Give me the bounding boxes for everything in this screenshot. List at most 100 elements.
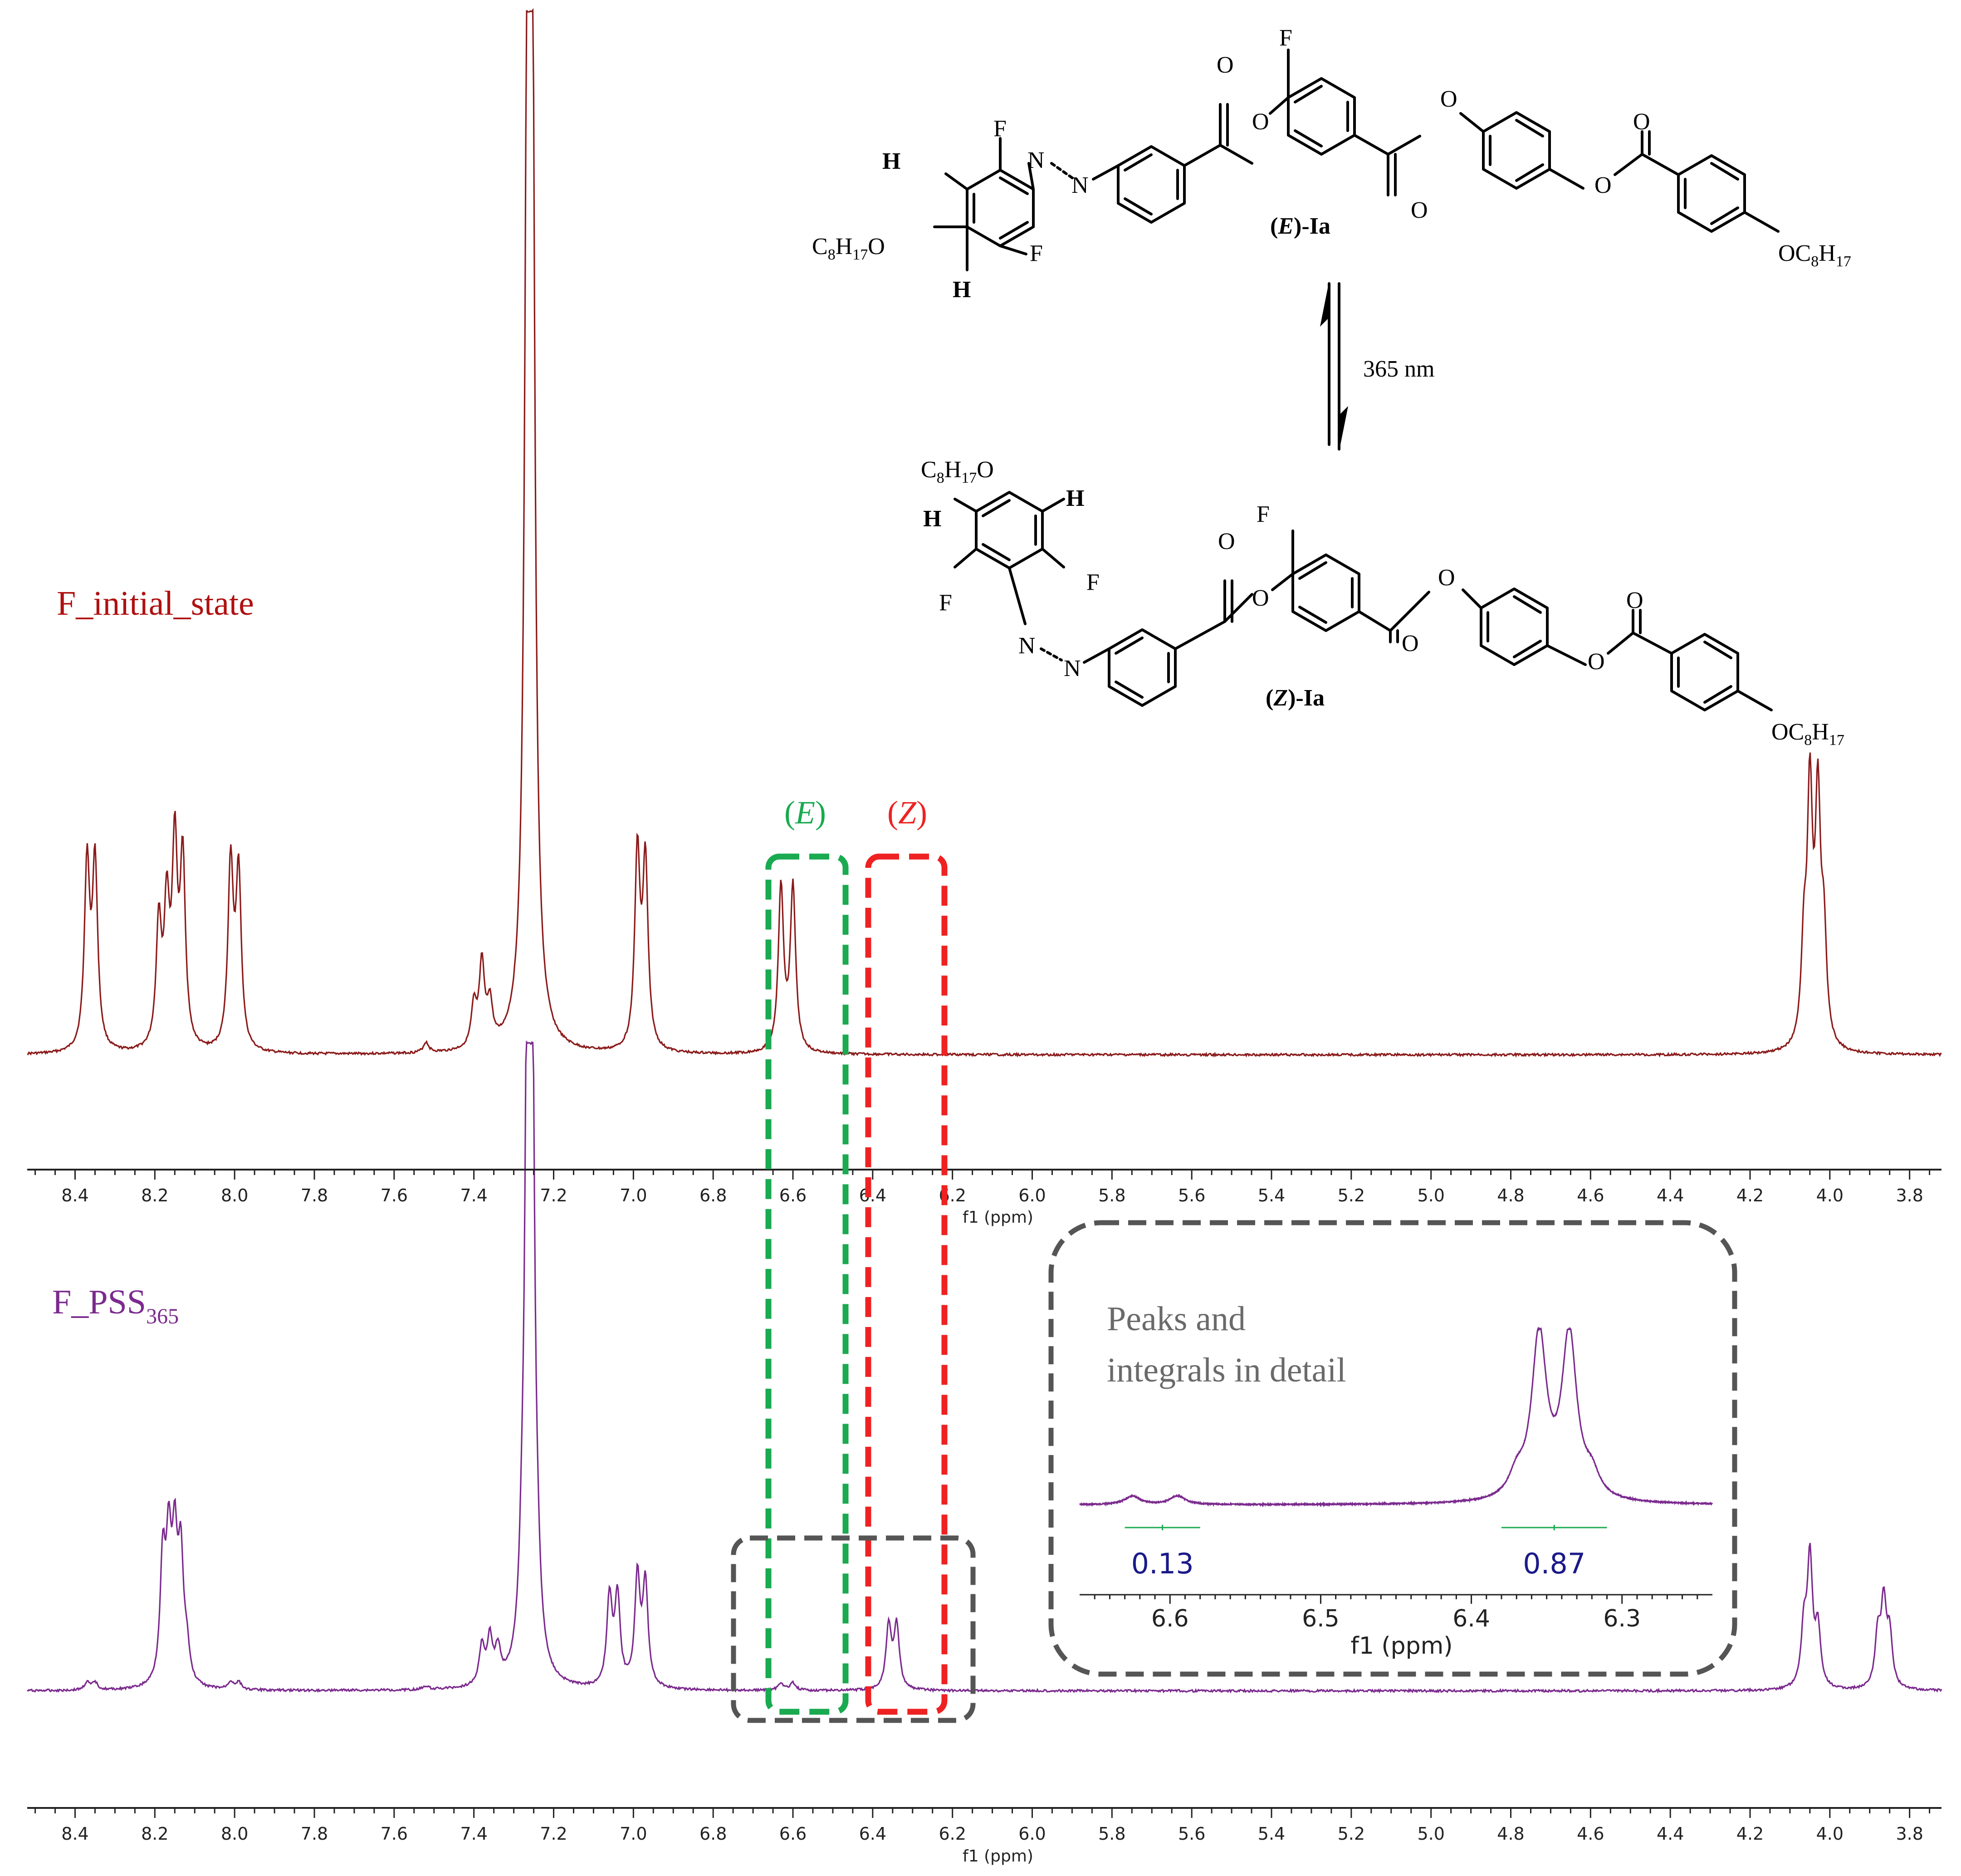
svg-text:O: O: [1217, 52, 1234, 78]
tick-label: 7.4: [460, 1185, 487, 1205]
svg-text:N: N: [1071, 172, 1089, 198]
tick-label: 5.8: [1098, 1824, 1125, 1844]
series-label-pss-sub: 365: [146, 1304, 179, 1328]
inset-spectrum: [1079, 1326, 1713, 1508]
wavelength-label: 365 nm: [1363, 356, 1434, 382]
z-ring-a: [975, 491, 1044, 569]
svg-text:F: F: [1279, 25, 1292, 51]
inset-title-line2: integrals in detail: [1107, 1351, 1346, 1389]
svg-text:F: F: [939, 590, 952, 616]
spectrum-initial-state: [27, 8, 1942, 1058]
tick-label: 3.8: [1896, 1824, 1923, 1844]
spectrum-trace: [1079, 1326, 1713, 1508]
z-ring-d: [1480, 588, 1549, 666]
e-ring-a: [966, 169, 1035, 247]
tick-label: 8.0: [221, 1185, 248, 1205]
e-ring-c: [1287, 77, 1356, 156]
tick-label: 6.8: [699, 1185, 727, 1205]
svg-text:O: O: [1402, 631, 1419, 656]
tick-label: 8.4: [61, 1185, 88, 1205]
tick-label: 5.6: [1178, 1185, 1205, 1205]
z-isomer-structure: C8H17O H H F F N N O: [921, 457, 1844, 749]
tick-label: 7.6: [381, 1824, 408, 1844]
tick-label: 5.6: [1178, 1824, 1205, 1844]
tick-label: 8.2: [141, 1824, 168, 1844]
x-axis-title-top: f1 (ppm): [963, 1208, 1033, 1227]
inset-tick-label: 6.5: [1302, 1605, 1340, 1632]
tick-label: 5.0: [1417, 1824, 1444, 1844]
spectrum-trace: [27, 8, 1942, 1058]
svg-text:N: N: [1027, 147, 1045, 173]
svg-text:C8H17O: C8H17O: [921, 457, 994, 486]
svg-text:O: O: [1626, 588, 1643, 613]
tick-label: 6.8: [699, 1824, 727, 1844]
tick-label: 8.2: [141, 1185, 168, 1205]
svg-text:N: N: [1064, 656, 1081, 681]
tick-label: 4.8: [1497, 1185, 1524, 1205]
svg-text:O: O: [1594, 172, 1612, 198]
svg-text:OC8H17: OC8H17: [1771, 719, 1844, 749]
svg-text:OC8H17: OC8H17: [1778, 240, 1851, 270]
tick-label: 8.0: [221, 1824, 248, 1844]
svg-text:F: F: [1257, 501, 1270, 527]
inset-x-axis-title: f1 (ppm): [1350, 1632, 1452, 1660]
tick-label: 4.4: [1657, 1824, 1684, 1844]
tick-label: 5.4: [1258, 1185, 1285, 1205]
e-region-letter: E: [795, 794, 815, 831]
e-isomer-structure: F F H H C8H17O N N O O: [812, 25, 1851, 303]
z-proton-h2: H: [923, 506, 941, 532]
tick-label: 6.6: [779, 1185, 807, 1205]
tick-label: 6.0: [1018, 1824, 1046, 1844]
e-isomer-label: (E)-Ia: [1270, 213, 1330, 239]
e-ring-b: [1117, 145, 1186, 224]
tick-label: 7.4: [460, 1824, 487, 1844]
svg-text:O: O: [1252, 109, 1269, 135]
tick-label: 6.4: [859, 1824, 886, 1844]
svg-text:O: O: [1588, 649, 1605, 675]
e-region-box: [765, 853, 849, 1715]
e-region-label: (E): [784, 794, 826, 831]
e-proton-h1: H: [882, 148, 900, 174]
z-ring-b: [1108, 628, 1177, 707]
inset-tick-label: 6.6: [1151, 1605, 1189, 1632]
svg-text:O: O: [1218, 529, 1235, 554]
tick-label: 7.8: [301, 1824, 328, 1844]
z-proton-h1: H: [1066, 485, 1084, 511]
zoom-region-box: [731, 1535, 976, 1723]
tick-label: 4.6: [1577, 1824, 1604, 1844]
tick-label: 4.8: [1497, 1824, 1524, 1844]
svg-text:O: O: [1440, 86, 1457, 112]
z-ring-e: [1670, 633, 1739, 711]
tick-label: 5.8: [1098, 1185, 1125, 1205]
tick-label: 6.6: [779, 1824, 807, 1844]
svg-text:F: F: [993, 116, 1007, 142]
tick-label: 8.4: [61, 1824, 88, 1844]
tick-label: 4.2: [1736, 1185, 1764, 1205]
z-region-letter: Z: [898, 794, 917, 831]
series-label-initial: F_initial_state: [57, 584, 254, 622]
tick-label: 4.0: [1816, 1824, 1844, 1844]
tick-label: 4.4: [1657, 1185, 1684, 1205]
e-ring-d: [1482, 111, 1551, 190]
tick-label: 4.6: [1577, 1185, 1604, 1205]
spectrum-pss365: [27, 1040, 1942, 1694]
svg-text:C8H17O: C8H17O: [812, 234, 885, 263]
svg-text:O: O: [1252, 585, 1269, 611]
tick-label: 6.4: [859, 1185, 886, 1205]
svg-text:O: O: [1411, 197, 1428, 223]
tick-label: 7.0: [620, 1185, 647, 1205]
tick-label: 7.6: [381, 1185, 408, 1205]
svg-text:N: N: [1018, 633, 1036, 659]
e-proton-h2: H: [953, 277, 971, 303]
integral-value: 0.13: [1131, 1547, 1194, 1580]
z-isomer-label: (Z)-Ia: [1266, 685, 1325, 711]
reaction-scheme: F F H H C8H17O N N O O: [812, 25, 1851, 749]
svg-text:F: F: [1086, 569, 1100, 595]
series-label-pss: F_PSS365: [52, 1283, 179, 1328]
z-ring-c: [1291, 553, 1360, 632]
